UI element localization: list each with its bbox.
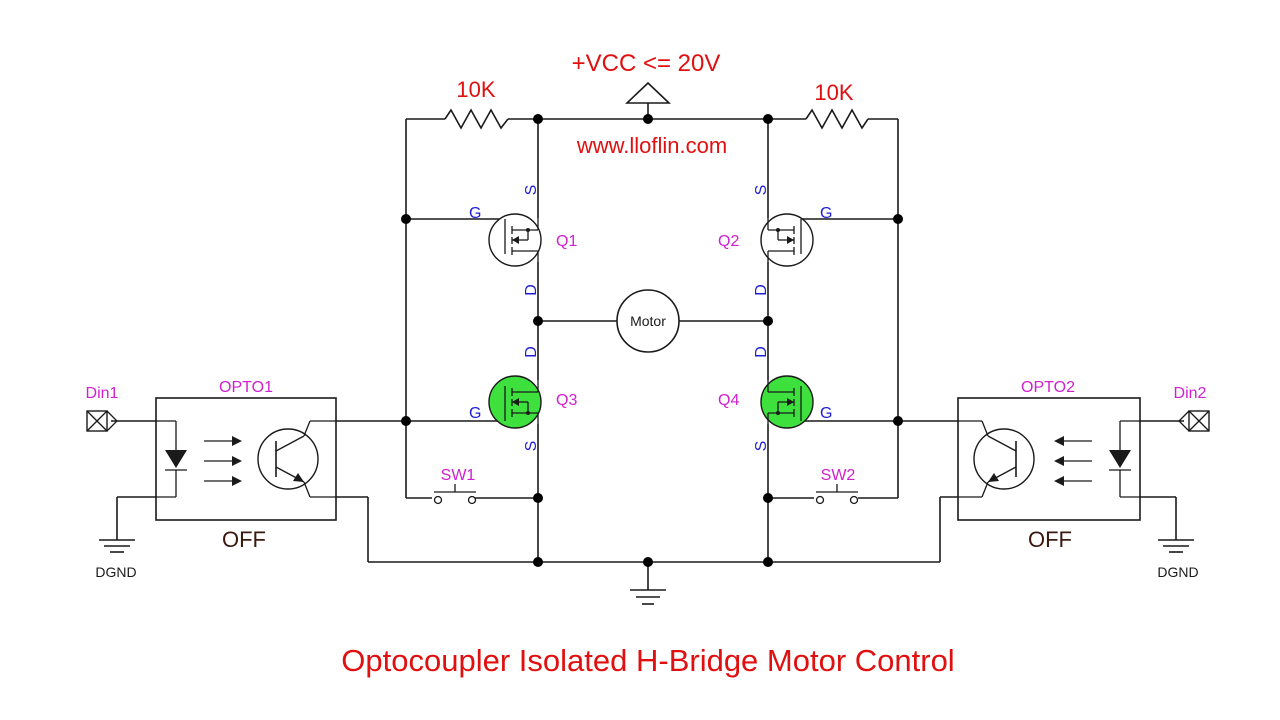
din2-label: Din2 bbox=[1174, 385, 1207, 402]
optocoupler-opto1 bbox=[155, 397, 337, 521]
diagram-title: Optocoupler Isolated H-Bridge Motor Cont… bbox=[341, 643, 954, 678]
phototransistor-icon bbox=[257, 428, 319, 490]
q4-drain-label: D bbox=[753, 346, 770, 358]
sw2-label: SW2 bbox=[821, 467, 856, 484]
junction-dot bbox=[533, 557, 543, 567]
mosfet-q2 bbox=[760, 213, 814, 267]
junction-dot bbox=[401, 416, 411, 426]
supply-label: +VCC <= 20V bbox=[572, 50, 721, 77]
phototransistor-icon bbox=[973, 428, 1035, 490]
q4-gate-label: G bbox=[820, 405, 832, 422]
q1-gate-label: G bbox=[469, 205, 481, 222]
dgnd-left-label: DGND bbox=[95, 564, 136, 580]
din1-label: Din1 bbox=[86, 385, 119, 402]
q3-drain-label: D bbox=[523, 346, 540, 358]
junction-dot bbox=[763, 316, 773, 326]
junction-dots bbox=[401, 114, 903, 567]
q3-gate-label: G bbox=[469, 405, 481, 422]
q4-source-label: S bbox=[753, 441, 770, 452]
opto1-state: OFF bbox=[222, 527, 266, 552]
opto2-state: OFF bbox=[1028, 527, 1072, 552]
junction-dot bbox=[763, 493, 773, 503]
junction-dot bbox=[893, 416, 903, 426]
light-arrows-icon bbox=[204, 436, 242, 486]
q2-source-label: S bbox=[753, 185, 770, 196]
junction-dot bbox=[643, 557, 653, 567]
ground-symbol-dgnd-right bbox=[1158, 539, 1194, 553]
labels: +VCC <= 20V www.lloflin.com 10K 10K Q1 Q… bbox=[86, 50, 1207, 678]
motor: Motor bbox=[616, 289, 680, 353]
junction-dot bbox=[533, 114, 543, 124]
opto2-label: OPTO2 bbox=[1021, 379, 1075, 396]
resistor-right bbox=[805, 108, 869, 130]
mosfet-q1 bbox=[488, 213, 542, 267]
led-icon bbox=[165, 450, 187, 468]
ground-symbol-dgnd-left bbox=[99, 539, 135, 553]
q1-source-label: S bbox=[523, 185, 540, 196]
resistor-left-label: 10K bbox=[456, 77, 495, 102]
mosfet-q3 bbox=[488, 375, 542, 429]
mosfet-q4 bbox=[760, 375, 814, 429]
junction-dot bbox=[643, 114, 653, 124]
input-connector-din2 bbox=[1178, 410, 1210, 432]
light-arrows-icon bbox=[1054, 436, 1092, 486]
resistor-left bbox=[444, 108, 509, 130]
q3-source-label: S bbox=[523, 441, 540, 452]
switch-sw2 bbox=[815, 484, 859, 505]
optocoupler-opto2 bbox=[957, 397, 1141, 521]
switch-sw1 bbox=[433, 484, 477, 505]
vcc-symbol bbox=[625, 81, 671, 104]
q3-label: Q3 bbox=[556, 392, 577, 409]
sw1-label: SW1 bbox=[441, 467, 476, 484]
junction-dot bbox=[533, 316, 543, 326]
junction-dot bbox=[763, 114, 773, 124]
opto1-label: OPTO1 bbox=[219, 379, 273, 396]
junction-dot bbox=[533, 493, 543, 503]
q1-drain-label: D bbox=[523, 284, 540, 296]
resistor-right-label: 10K bbox=[814, 80, 853, 105]
q2-label: Q2 bbox=[718, 233, 739, 250]
ground-symbol-main bbox=[630, 589, 666, 605]
website-label: www.lloflin.com bbox=[576, 133, 727, 158]
motor-label: Motor bbox=[630, 313, 666, 329]
input-connector-din1 bbox=[86, 410, 118, 432]
q4-label: Q4 bbox=[718, 392, 739, 409]
junction-dot bbox=[893, 214, 903, 224]
junction-dot bbox=[763, 557, 773, 567]
q2-drain-label: D bbox=[753, 284, 770, 296]
led-icon bbox=[1109, 450, 1131, 468]
junction-dot bbox=[401, 214, 411, 224]
q2-gate-label: G bbox=[820, 205, 832, 222]
q1-label: Q1 bbox=[556, 233, 577, 250]
dgnd-right-label: DGND bbox=[1157, 564, 1198, 580]
